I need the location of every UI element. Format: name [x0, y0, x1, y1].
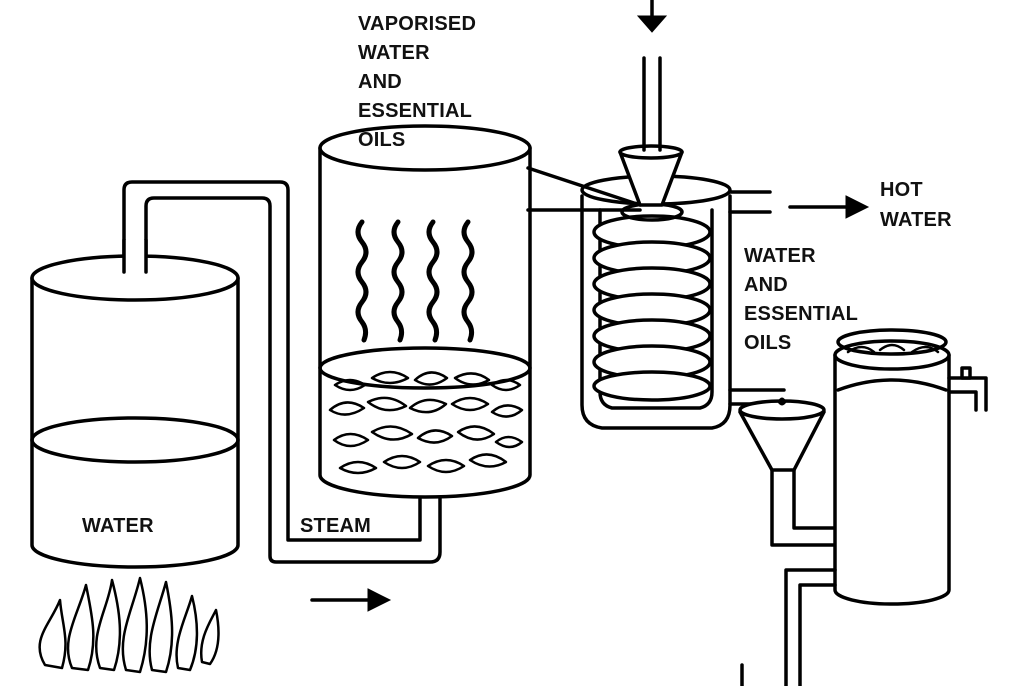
- label-mix-line-1: WATER: [744, 245, 816, 267]
- label-vapor-line-5: OILS: [358, 129, 405, 151]
- label-vaporised: VAPORISED WATER AND ESSENTIAL OILS: [358, 13, 476, 151]
- label-vapor-line-1: VAPORISED: [358, 13, 476, 35]
- label-hot-water: HOT WATER: [880, 179, 952, 231]
- label-mix-line-4: OILS: [744, 332, 791, 354]
- condenser: [580, 56, 786, 430]
- fire-icon: [38, 576, 220, 674]
- label-mix-line-3: ESSENTIAL: [744, 303, 858, 325]
- water-boiler-tank: [30, 238, 240, 569]
- label-steam: STEAM: [300, 515, 371, 537]
- label-water: WATER: [82, 515, 154, 537]
- collection-funnel: [738, 397, 837, 547]
- label-hot-line-2: WATER: [880, 209, 952, 231]
- plant-material: [328, 370, 524, 475]
- arrow-right-icon-steam: [310, 588, 392, 612]
- label-mix-line-2: AND: [744, 274, 788, 296]
- steam-pipe: [122, 180, 442, 564]
- label-water-and-oils: WATER AND ESSENTIAL OILS: [744, 245, 858, 354]
- separator-vessel: [740, 328, 988, 686]
- label-vapor-line-2: WATER: [358, 42, 430, 64]
- label-vapor-line-3: AND: [358, 71, 402, 93]
- label-hot-line-1: HOT: [880, 179, 923, 201]
- arrow-right-icon-hot-water: [788, 195, 870, 219]
- arrow-down-icon: [636, 0, 668, 33]
- label-vapor-line-4: ESSENTIAL: [358, 100, 472, 122]
- vapor-squiggles: [355, 219, 475, 343]
